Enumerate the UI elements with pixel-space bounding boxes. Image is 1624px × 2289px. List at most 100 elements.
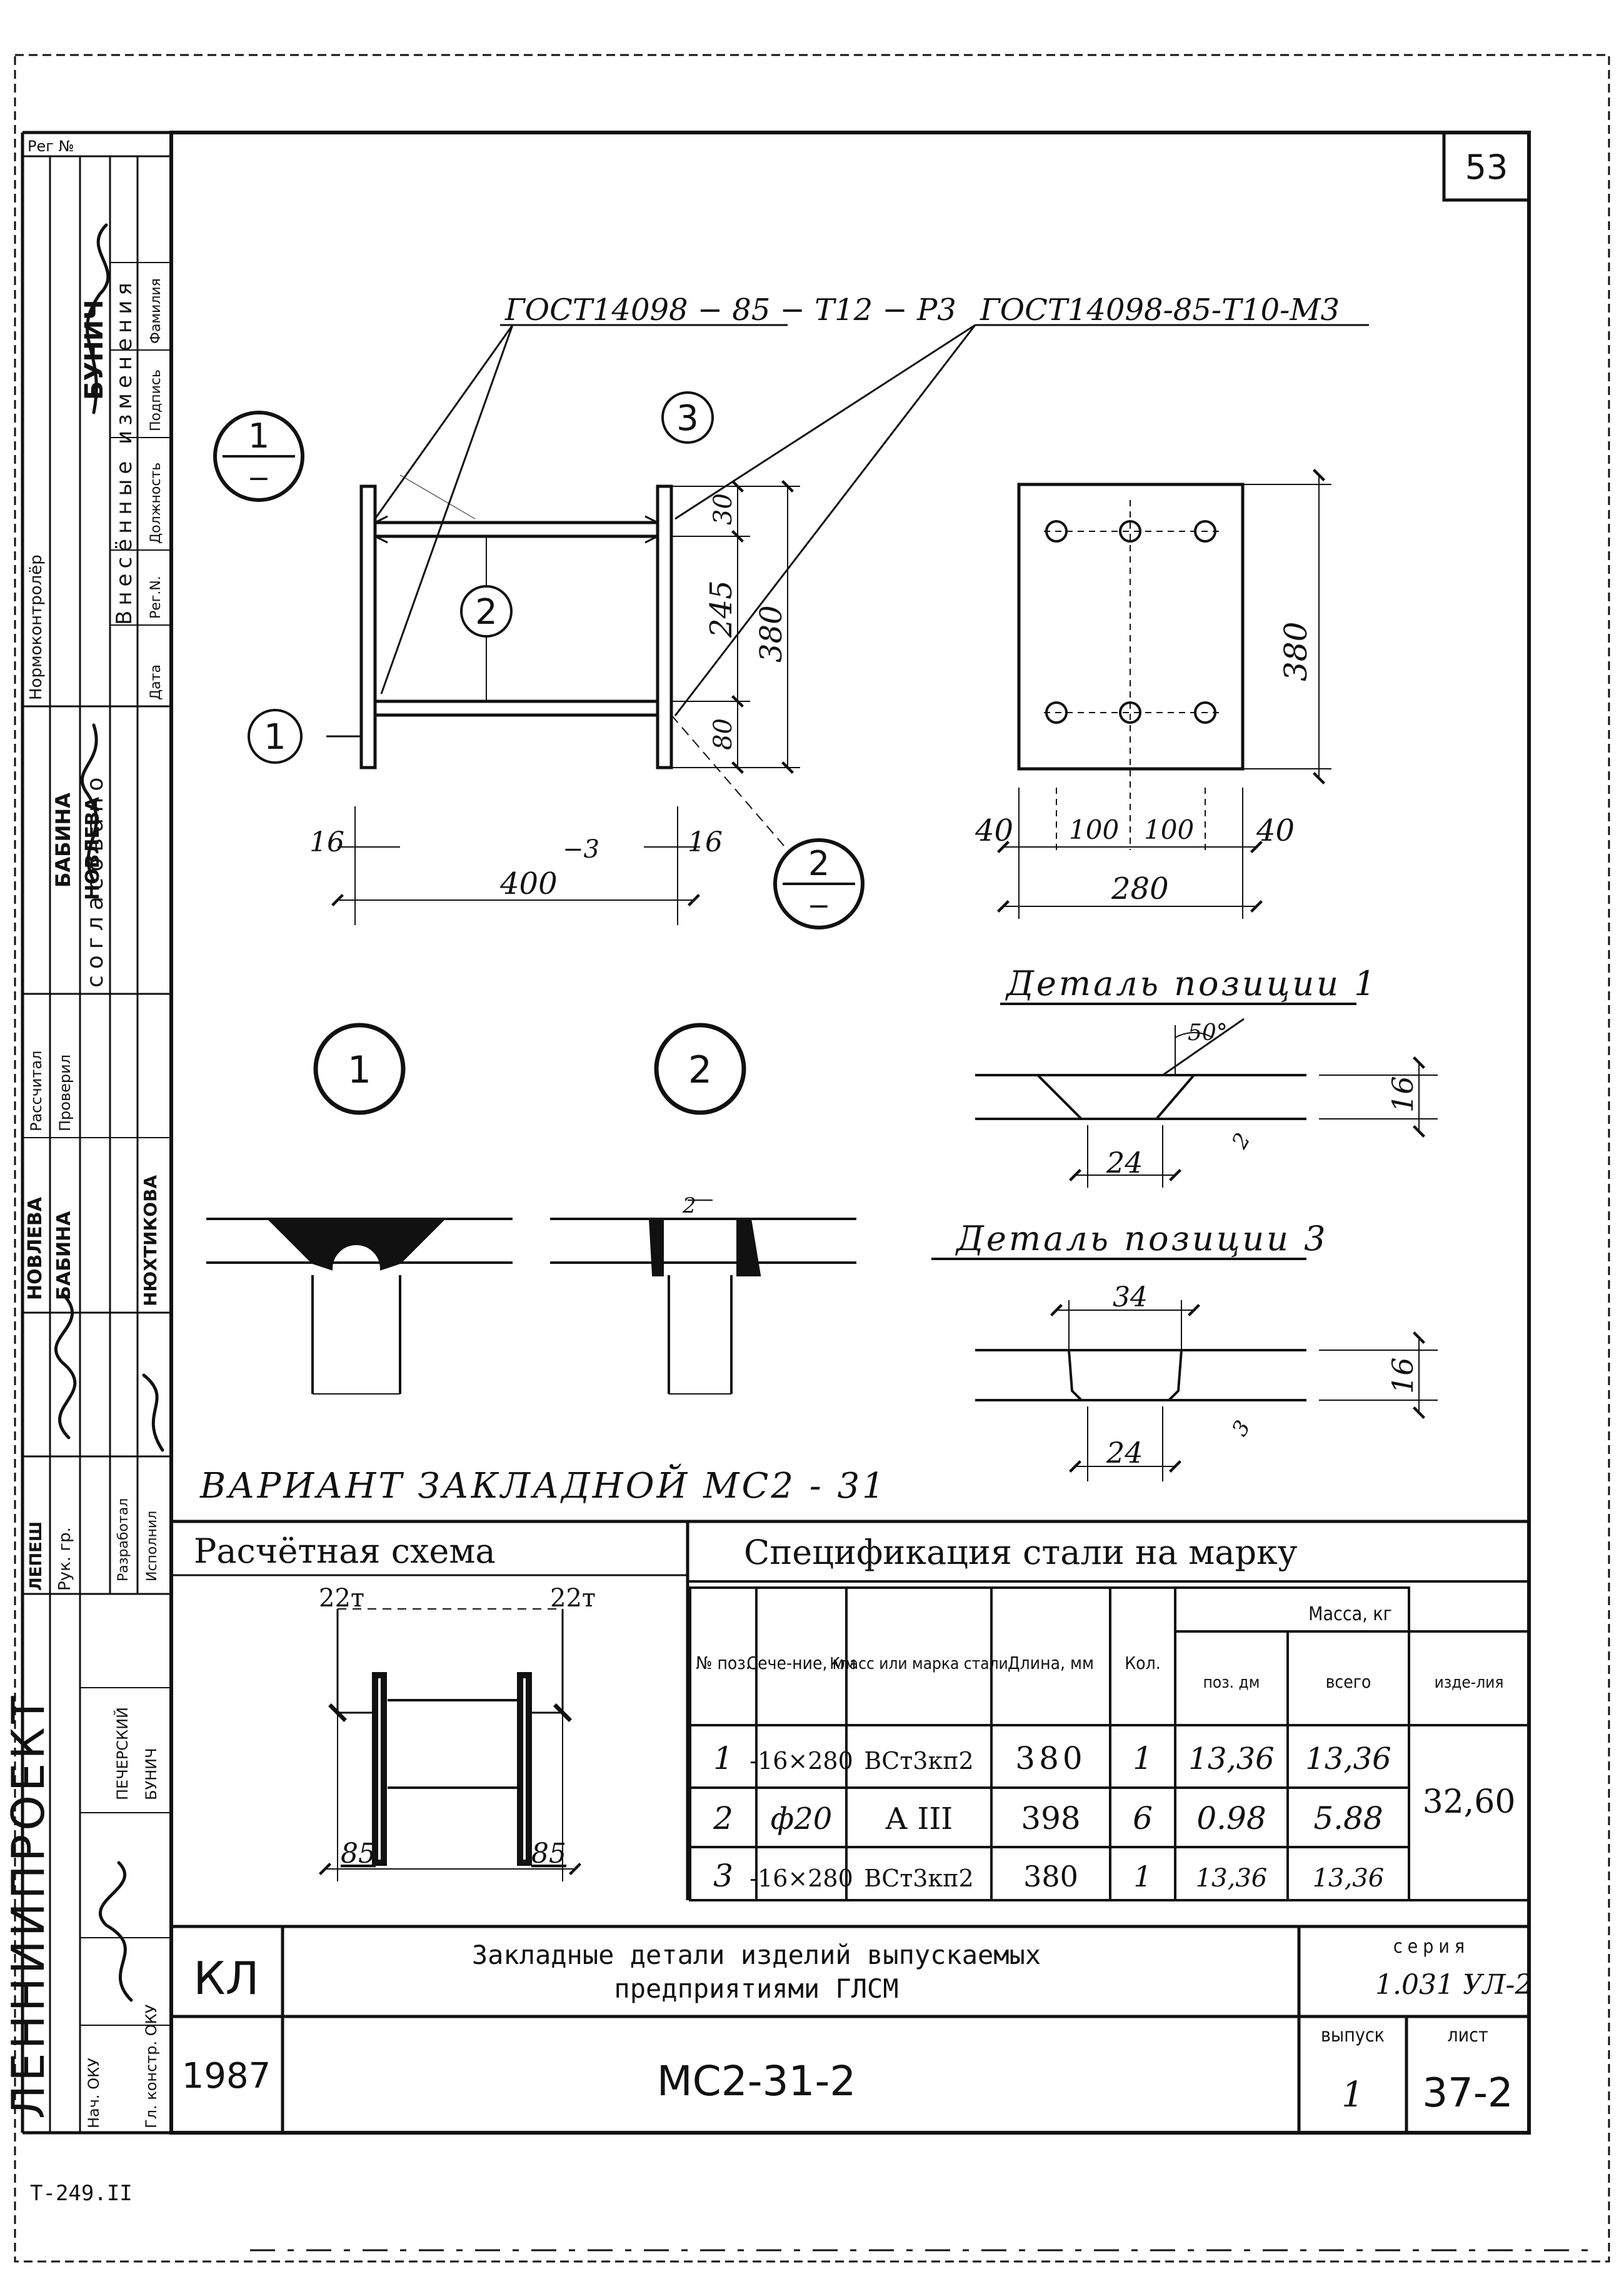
chief-constructor-role: Гл. констр. ОКУ xyxy=(143,2004,160,2128)
dim-top: 30 xyxy=(709,493,738,525)
spec-item-total: 32,60 xyxy=(1423,1783,1516,1821)
agreed-role-calc: Рассчитал xyxy=(28,1051,45,1131)
plate-width: 280 xyxy=(1111,871,1169,906)
chief-name: ПЕЧЕРСКИЙ xyxy=(113,1707,131,1800)
detail1-thk: 16 xyxy=(1386,1076,1420,1113)
detail3-thk: 16 xyxy=(1386,1357,1420,1394)
spec-row-2-total: 5.88 xyxy=(1313,1800,1383,1836)
spec-row-3-section: -16×280 xyxy=(749,1865,853,1892)
changes-col-position: Должность xyxy=(148,463,164,544)
section-marker-1: 1 − xyxy=(213,411,304,502)
title-line-2: предприятиями ГЛСМ xyxy=(614,1973,898,2004)
detail3-top-width: 34 xyxy=(1113,1281,1148,1313)
spec-header-unit: поз. дм xyxy=(1203,1673,1260,1692)
org-name: ЛЕННИИПРОЕКТ xyxy=(2,1693,54,2119)
spec-row-2-unit: 0.98 xyxy=(1196,1800,1266,1836)
marker-position-3: 3 xyxy=(661,391,714,444)
section-marker-2-num: 2 xyxy=(808,844,830,883)
spec-row-3: 3 -16×280 ВСт3кп2 380 1 13,36 13,36 xyxy=(713,1858,1384,1894)
assembly-front-view xyxy=(326,474,800,925)
group-head-name: ЛЕПЕШ xyxy=(27,1521,46,1591)
spec-row-1-section: -16×280 xyxy=(749,1747,853,1775)
spec-header-item: изде-лия xyxy=(1435,1673,1504,1692)
plate-view xyxy=(997,469,1331,919)
detail3-title: Деталь позиции 3 xyxy=(955,1219,1328,1258)
agreed-role-check: Проверил xyxy=(56,1054,74,1131)
spec-row-2-steel: А III xyxy=(885,1801,953,1836)
plate-height: 380 xyxy=(1278,622,1314,681)
title-issue: 1 xyxy=(1341,2075,1364,2115)
section-marker-2: 2 − xyxy=(773,838,865,929)
spec-header-length: Длина, мм xyxy=(1008,1653,1094,1673)
normcontrol-name: БУНИЧ xyxy=(80,299,109,400)
marker-position-2-label: 2 xyxy=(475,592,498,633)
section-1-marker-label: 1 xyxy=(348,1048,371,1092)
spec-header-steel: Класс или марка стали xyxy=(830,1655,1008,1673)
section-marker-2-dash: − xyxy=(808,890,831,922)
normcontrol-role: Нормоконтролёр xyxy=(27,554,46,700)
detail1-gap: 2 xyxy=(1227,1129,1256,1154)
changes-col-reg: Рег.N. xyxy=(148,576,164,619)
spec-row-3-unit: 13,36 xyxy=(1196,1864,1268,1893)
dim-length-tol: −3 xyxy=(563,835,599,864)
schema-title: Расчётная схема xyxy=(194,1531,496,1571)
spec-table-grid xyxy=(689,1586,1530,1901)
gost-left-label: ГОСТ14098 − 85 − Т12 − Р3 xyxy=(504,293,956,328)
title-series: 1.031 УЛ-2 xyxy=(1375,1969,1532,2001)
spec-row-2-section: ф20 xyxy=(771,1801,833,1836)
changes-title: Внесённые изменения xyxy=(112,278,137,625)
spec-title: Спецификация стали на марку xyxy=(744,1533,1298,1572)
schema-drawing xyxy=(319,1608,581,1881)
changes-col-surname: Фамилия xyxy=(148,278,164,344)
executor2-name: НЮХТИКОВА xyxy=(140,1175,161,1306)
sheet-number: 53 xyxy=(1465,148,1508,187)
marker-position-3-label: 3 xyxy=(676,398,699,439)
plate-spacing-2: 100 xyxy=(1144,814,1194,845)
agreed-name-calc: БАБИНА xyxy=(51,793,75,888)
group-head-role: Рук. гр. xyxy=(56,1527,74,1591)
dim-overall: 380 xyxy=(754,605,789,663)
spec-row-2-qty: 6 xyxy=(1133,1800,1153,1836)
spec-header-pos: № поз. xyxy=(696,1653,751,1673)
gost-right-label: ГОСТ14098-85-Т10-М3 xyxy=(980,293,1340,328)
detail1-title: Деталь позиции 1 xyxy=(1005,964,1378,1003)
spec-row-1-total: 13,36 xyxy=(1305,1741,1391,1776)
spec-row-3-qty: 1 xyxy=(1133,1860,1151,1893)
schema-dim-right: 85 xyxy=(531,1838,566,1870)
developer-name: НОВЛЕВА xyxy=(24,1196,46,1300)
title-mark: МС2-31-2 xyxy=(657,2057,856,2105)
chief-role: Нач. ОКУ xyxy=(85,2058,103,2128)
spec-row-1-unit: 13,36 xyxy=(1188,1741,1274,1776)
changes-col-date: Дата xyxy=(148,664,164,700)
left-stamp xyxy=(23,155,171,2133)
dim-middle: 245 xyxy=(704,580,739,638)
plate-edge-left: 40 xyxy=(975,813,1013,848)
sheet-frame xyxy=(14,54,1610,2263)
spec-row-1: 1 -16×280 ВСт3кп2 380 1 13,36 13,36 xyxy=(713,1740,1391,1776)
section-2-marker: 2 xyxy=(654,1023,746,1115)
section-2-marker-label: 2 xyxy=(688,1048,712,1092)
detail3-drawing xyxy=(975,1300,1438,1481)
spec-header-total: всего xyxy=(1326,1671,1371,1692)
schema-load-left: 22т xyxy=(319,1584,364,1613)
title-year: 1987 xyxy=(182,2056,271,2096)
section-2-gap: 2 xyxy=(682,1193,696,1218)
spec-row-1-pos: 1 xyxy=(713,1740,733,1776)
spec-row-2: 2 ф20 А III 398 6 0.98 5.88 xyxy=(713,1800,1383,1836)
reg-no-label: Рег № xyxy=(28,138,74,155)
chief-constructor-name: БУНИЧ xyxy=(143,1748,160,1800)
spec-row-2-length: 398 xyxy=(1021,1800,1080,1836)
title-issue-label: выпуск xyxy=(1321,2025,1385,2046)
dim-left-plate: 16 xyxy=(309,826,344,858)
spec-row-1-qty: 1 xyxy=(1133,1740,1153,1776)
signature-marks xyxy=(54,223,164,2002)
dim-right-plate: 16 xyxy=(688,826,723,858)
detail3-gap: 3 xyxy=(1227,1416,1255,1441)
title-code: КЛ xyxy=(193,1952,259,2005)
spec-row-1-length: 380 xyxy=(1015,1740,1086,1776)
section-marker-1-num: 1 xyxy=(248,416,269,456)
executor-role: Исполнил xyxy=(144,1511,160,1581)
variant-title: ВАРИАНТ ЗАКЛАДНОЙ МС2 - 31 xyxy=(199,1463,887,1506)
spec-row-3-pos: 3 xyxy=(713,1858,733,1894)
